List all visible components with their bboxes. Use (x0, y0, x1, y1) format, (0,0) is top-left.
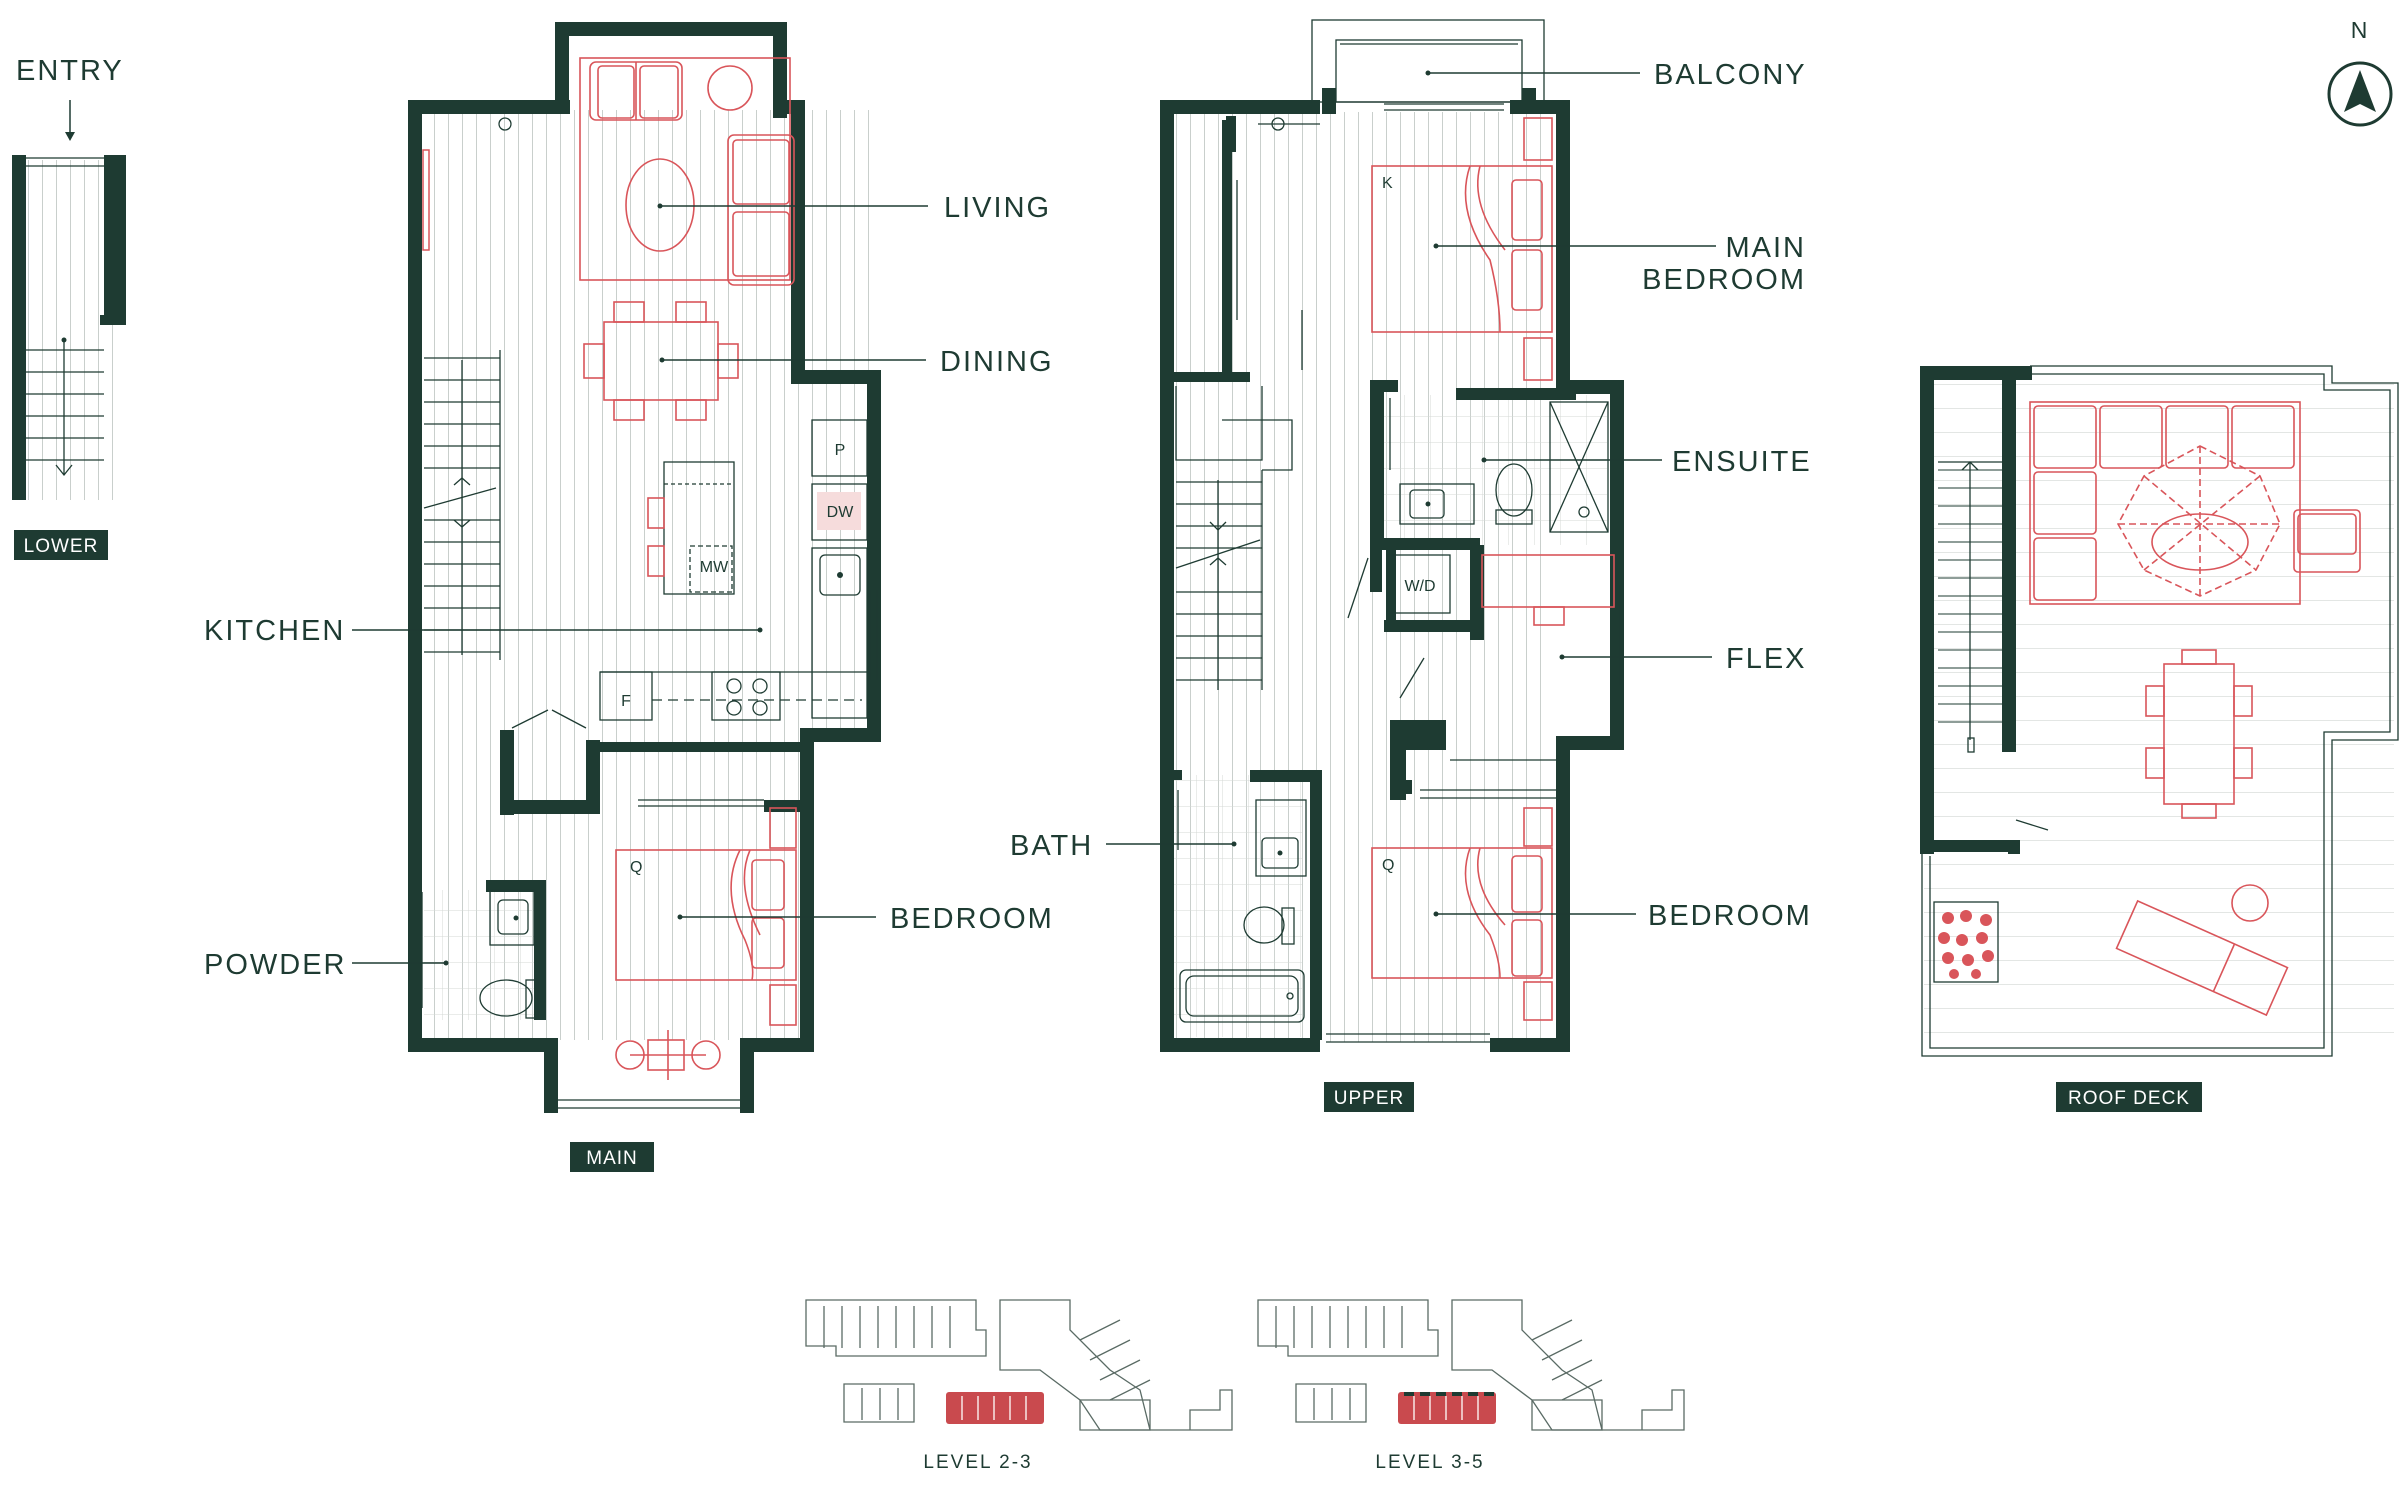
bedroom-upper-label: BEDROOM (1648, 900, 1812, 932)
keyplan-level-2-3: LEVEL 2-3 (805, 1299, 1233, 1473)
bedroom-main-floor-label: BEDROOM (890, 903, 1054, 935)
svg-text:DW: DW (827, 504, 855, 521)
svg-text:LEVEL 2-3: LEVEL 2-3 (923, 1452, 1032, 1473)
roof-deck-tag (2056, 1082, 2202, 1112)
main-level-tag (570, 1142, 654, 1172)
main-level-plan: MW P DW F Q (204, 22, 1054, 1172)
svg-text:UPPER: UPPER (1334, 1088, 1404, 1109)
lower-level-tag (14, 530, 108, 560)
svg-text:LOWER: LOWER (24, 536, 99, 557)
lower-level-plan: ENTRY LOWER (12, 55, 126, 560)
svg-text:W/D: W/D (1404, 578, 1435, 595)
ensuite-label: ENSUITE (1672, 446, 1812, 478)
svg-text:LEVEL 3-5: LEVEL 3-5 (1375, 1452, 1484, 1473)
flex-label: FLEX (1726, 643, 1807, 675)
living-label: LIVING (944, 192, 1051, 224)
svg-text:K: K (1382, 175, 1393, 192)
svg-text:Q: Q (630, 859, 642, 876)
main-bedroom-label-line1: MAIN (1726, 232, 1807, 264)
svg-text:MW: MW (700, 559, 729, 576)
svg-text:N: N (2351, 17, 2370, 43)
main-bedroom-label-line2: BEDROOM (1642, 264, 1806, 296)
svg-text:P: P (835, 442, 846, 459)
roof-deck-plan: ROOF DECK (1920, 365, 2399, 1112)
svg-text:F: F (621, 693, 631, 710)
dining-label: DINING (940, 346, 1054, 378)
kitchen-label: KITCHEN (204, 615, 345, 647)
north-arrow: N (2327, 17, 2393, 127)
svg-text:MAIN: MAIN (586, 1148, 638, 1169)
svg-text:Q: Q (1382, 857, 1394, 874)
keyplan-level-3-5: LEVEL 3-5 (1257, 1299, 1685, 1473)
bath-label: BATH (1010, 830, 1093, 862)
powder-label: POWDER (204, 949, 347, 981)
entry-label: ENTRY (16, 55, 124, 87)
balcony-label: BALCONY (1654, 59, 1807, 91)
upper-level-plan: K W/D Q (1010, 19, 1812, 1112)
svg-text:ROOF DECK: ROOF DECK (2068, 1088, 2190, 1109)
upper-level-tag (1324, 1082, 1414, 1112)
